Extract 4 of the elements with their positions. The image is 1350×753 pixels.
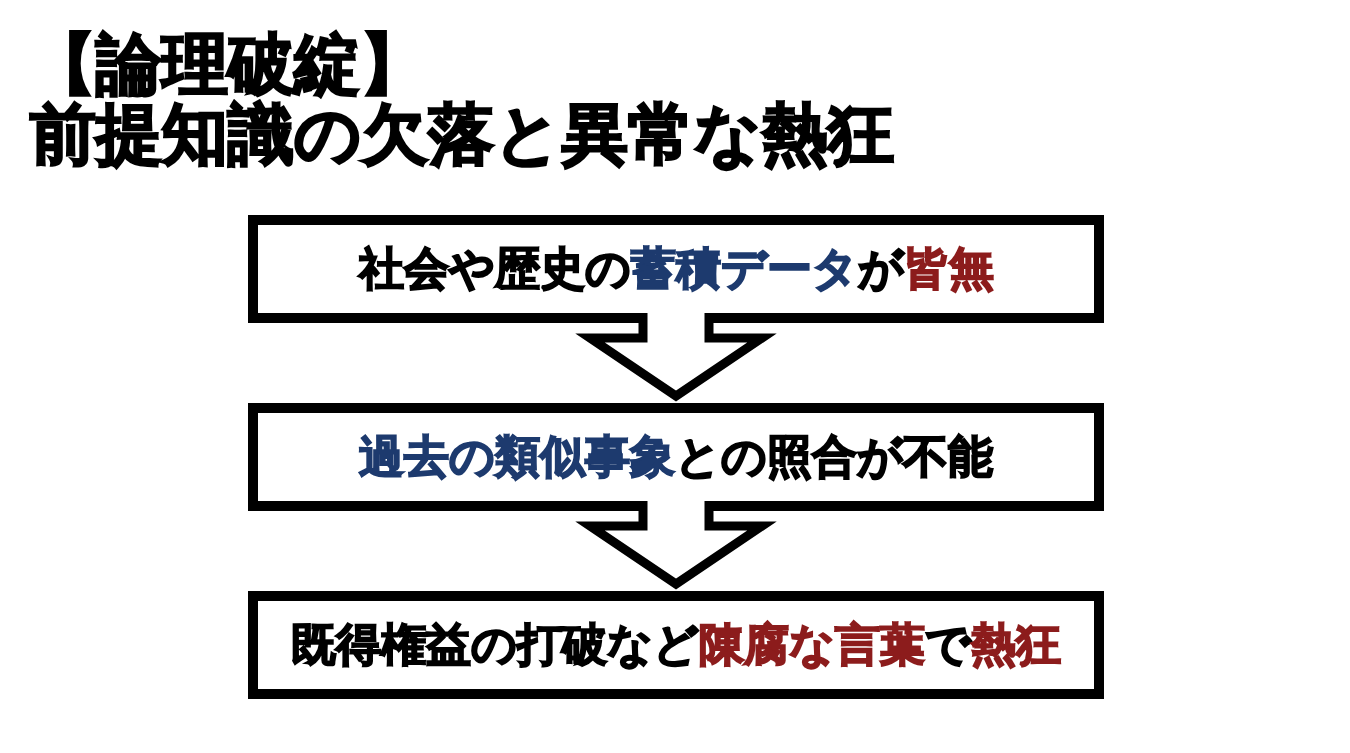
process-box: 社会や歴史の蓄積データが皆無 [248, 215, 1104, 323]
process-box: 既得権益の打破など陳腐な言葉で熱狂 [248, 591, 1104, 699]
process-box: 過去の類似事象との照合が不能 [248, 403, 1104, 511]
title: 【論理破綻】前提知識の欠落と異常な熱狂 [30, 30, 895, 170]
